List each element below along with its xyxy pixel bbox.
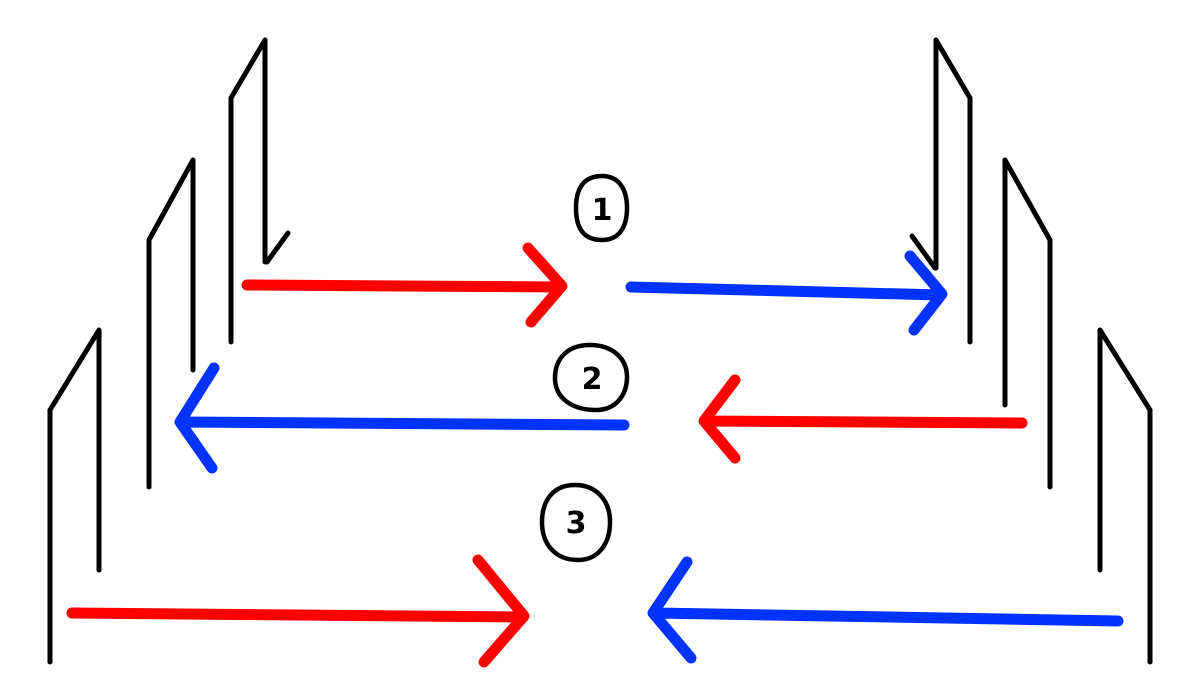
- marker-1: 1: [576, 176, 627, 240]
- marker-3-label: 3: [566, 506, 587, 541]
- marker-1-label: 1: [592, 193, 613, 228]
- row-3-right-arrow-blue: [653, 562, 1118, 658]
- right-wall-panel-3: [1100, 330, 1150, 662]
- row-3-arrows: [72, 560, 1118, 662]
- right-walls: [912, 40, 1150, 662]
- row-2-right-arrow-red: [704, 380, 1022, 458]
- row-3-left-arrow-red: [72, 560, 524, 662]
- row-1-right-arrow-blue: [631, 256, 942, 330]
- left-walls: [50, 40, 288, 662]
- left-wall-panel-1: [231, 40, 288, 342]
- marker-2-label: 2: [582, 362, 603, 397]
- row-1-arrows: [247, 248, 942, 330]
- right-wall-panel-2: [1005, 160, 1050, 487]
- marker-2: 2: [555, 345, 627, 410]
- row-1-left-arrow-red: [247, 248, 562, 322]
- marker-3: 3: [542, 485, 610, 560]
